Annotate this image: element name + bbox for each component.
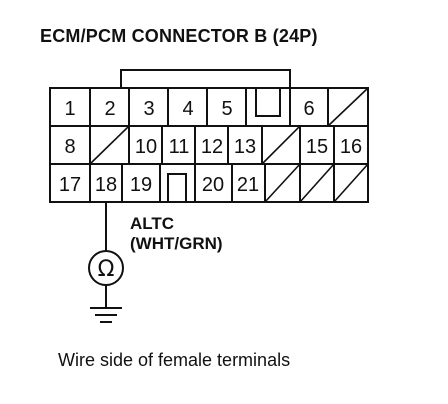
pin-label: 21 xyxy=(237,174,259,196)
empty-cavity-marks xyxy=(89,87,369,203)
connector-title: ECM/PCM CONNECTOR B (24P) xyxy=(40,26,318,46)
pin-label: 6 xyxy=(303,98,314,120)
key-notch-top xyxy=(255,88,281,117)
pin-label: 16 xyxy=(340,136,362,158)
ohm-symbol: Ω xyxy=(98,257,115,282)
empty-cavity-r2c2 xyxy=(89,125,130,165)
cell-dividers xyxy=(89,88,335,202)
connector-lock-tab xyxy=(120,69,291,88)
pin-label: 13 xyxy=(234,136,256,158)
pin-label: 8 xyxy=(64,136,75,158)
empty-cavity-r2c7 xyxy=(261,125,301,165)
wire-color-label: (WHT/GRN) xyxy=(130,234,223,253)
empty-cavity-r3c9 xyxy=(333,163,369,203)
diagram-caption: Wire side of female terminals xyxy=(58,350,291,370)
terminal-name-label: ALTC xyxy=(130,214,175,233)
pin-label: 2 xyxy=(104,98,115,120)
pin-label: 12 xyxy=(201,136,223,158)
ohmmeter-circuit xyxy=(88,202,124,323)
pin-label: 1 xyxy=(64,98,75,120)
pin-label: 17 xyxy=(59,174,81,196)
pin-label: 11 xyxy=(169,136,190,158)
pin-label: 20 xyxy=(202,174,224,196)
pin-label: 10 xyxy=(135,136,157,158)
pin-label: 4 xyxy=(182,98,193,120)
connector-outline xyxy=(49,87,369,203)
empty-cavity-r3c8 xyxy=(299,163,335,203)
key-notch-bottom xyxy=(167,173,187,202)
pin-label: 15 xyxy=(306,136,328,158)
pin-label: 19 xyxy=(130,174,152,196)
pin-label: 18 xyxy=(95,174,117,196)
empty-cavity-r1c8 xyxy=(327,87,369,127)
pin-numbers: 1 2 3 4 5 6 8 10 11 12 13 15 16 17 18 19… xyxy=(59,98,362,196)
empty-cavity-r3c7 xyxy=(264,163,301,203)
connector-housing xyxy=(49,69,369,203)
pin-label: 5 xyxy=(221,98,232,120)
pin-label: 3 xyxy=(143,98,154,120)
